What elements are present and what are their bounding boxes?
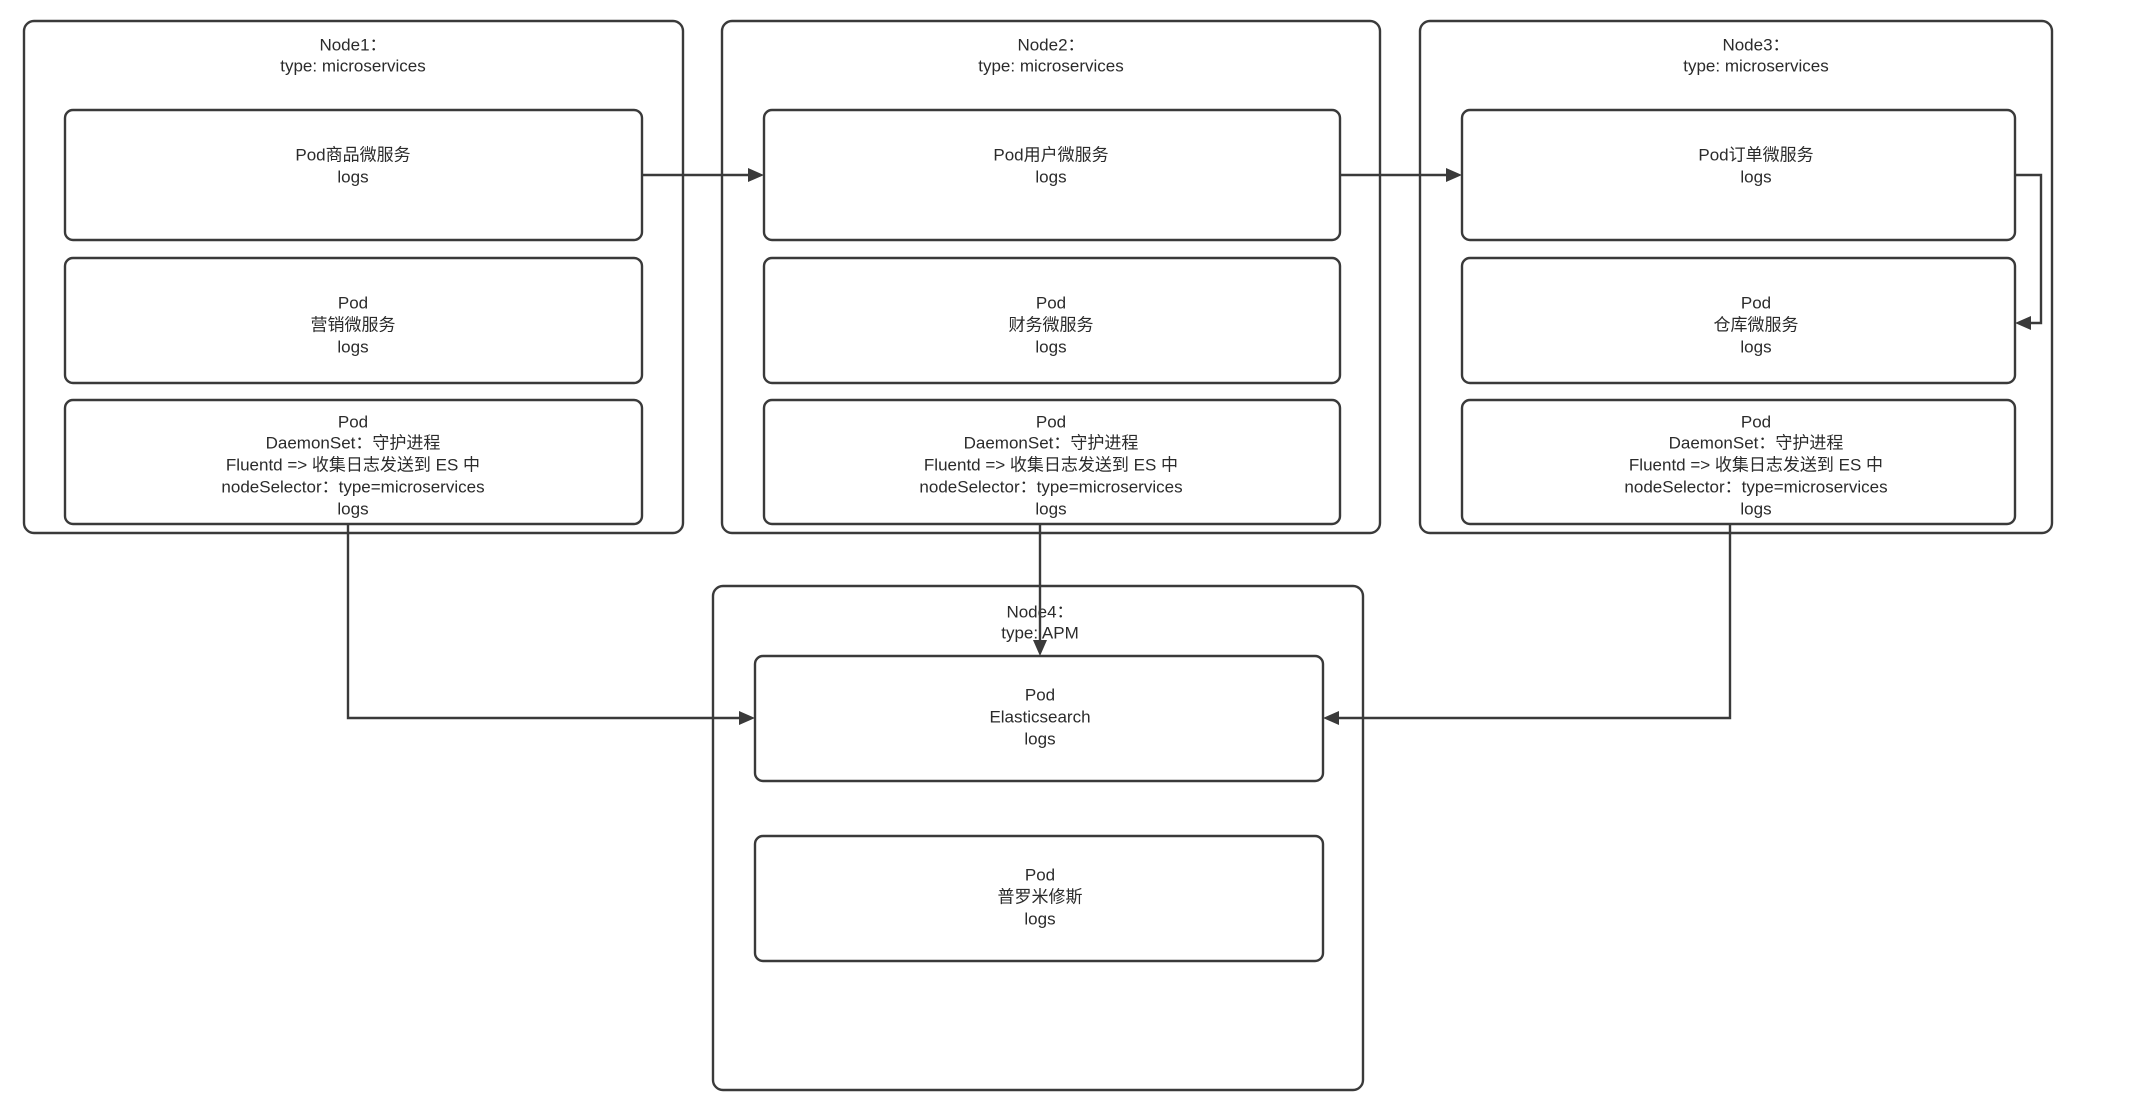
- connector-daemonset2-to-elasticsearch: [1033, 524, 1047, 656]
- arrowhead-daemonset2-to-elasticsearch: [1033, 640, 1047, 656]
- pod-daemonset-1-line-4: logs: [337, 499, 368, 518]
- pod-marketing-line-2: logs: [337, 337, 368, 356]
- pod-daemonset-3-line-0: Pod: [1741, 412, 1771, 431]
- pod-daemonset-1-line-1: DaemonSet：守护进程: [266, 433, 441, 452]
- arrowhead-order-to-warehouse: [2015, 316, 2031, 330]
- pod-goods-line-1: logs: [337, 167, 368, 186]
- pod-daemonset-3-line-2: Fluentd => 收集日志发送到 ES 中: [1629, 455, 1883, 474]
- node-node4[interactable]: Node4： type: APM Pod Elasticsearch logs …: [711, 584, 1365, 1092]
- pod-finance-line-1: 财务微服务: [1009, 315, 1094, 334]
- pod-daemonset-3-line-1: DaemonSet：守护进程: [1669, 433, 1844, 452]
- node-node2[interactable]: Node2： type: microservices Pod用户微服务 logs…: [720, 19, 1382, 535]
- pod-warehouse[interactable]: Pod 仓库微服务 logs: [1460, 256, 2017, 385]
- node3-title-line2: type: microservices: [1683, 56, 1828, 75]
- connector-order-to-warehouse: [2015, 173, 2043, 330]
- pod-finance-line-0: Pod: [1036, 293, 1066, 312]
- node-node1[interactable]: Node1： type: microservices Pod商品微服务 logs…: [22, 19, 685, 535]
- pod-warehouse-box[interactable]: [1460, 256, 2017, 385]
- pod-warehouse-line-2: logs: [1740, 337, 1771, 356]
- pod-prometheus[interactable]: Pod 普罗米修斯 logs: [753, 834, 1325, 963]
- pod-elasticsearch[interactable]: Pod Elasticsearch logs: [753, 654, 1325, 783]
- pod-prometheus-box[interactable]: [753, 834, 1325, 963]
- pod-daemonset-2-box[interactable]: [762, 398, 1342, 526]
- pod-warehouse-line-1: 仓库微服务: [1714, 315, 1799, 334]
- pod-daemonset-2-line-0: Pod: [1036, 412, 1066, 431]
- connector-daemonset3-to-elasticsearch: [1323, 524, 1732, 725]
- pod-order[interactable]: Pod订单微服务 logs: [1460, 108, 2017, 242]
- pod-daemonset-2[interactable]: Pod DaemonSet：守护进程 Fluentd => 收集日志发送到 ES…: [762, 398, 1342, 526]
- pod-user-line-1: logs: [1035, 167, 1066, 186]
- pod-user[interactable]: Pod用户微服务 logs: [762, 108, 1342, 242]
- pod-daemonset-2-line-3: nodeSelector：type=microservices: [919, 477, 1182, 496]
- pod-user-line-0: Pod用户微服务: [993, 145, 1108, 164]
- pod-daemonset-1-line-2: Fluentd => 收集日志发送到 ES 中: [226, 455, 480, 474]
- pod-finance[interactable]: Pod 财务微服务 logs: [762, 256, 1342, 385]
- pod-warehouse-line-0: Pod: [1741, 293, 1771, 312]
- pod-elasticsearch-line-1: Elasticsearch: [989, 707, 1090, 726]
- node2-title-line2: type: microservices: [978, 56, 1123, 75]
- pod-prometheus-line-2: logs: [1024, 909, 1055, 928]
- pod-goods-line-0: Pod商品微服务: [295, 145, 410, 164]
- pod-daemonset-1-line-0: Pod: [338, 412, 368, 431]
- pod-daemonset-3-box[interactable]: [1460, 398, 2017, 526]
- pod-daemonset-2-line-4: logs: [1035, 499, 1066, 518]
- pod-order-line-1: logs: [1740, 167, 1771, 186]
- arrowhead-daemonset1-to-elasticsearch: [739, 711, 755, 725]
- pod-marketing-line-0: Pod: [338, 293, 368, 312]
- arrowhead-daemonset3-to-elasticsearch: [1323, 711, 1339, 725]
- pod-elasticsearch-line-0: Pod: [1025, 685, 1055, 704]
- pod-elasticsearch-box[interactable]: [753, 654, 1325, 783]
- pod-daemonset-2-line-1: DaemonSet：守护进程: [964, 433, 1139, 452]
- pod-marketing[interactable]: Pod 营销微服务 logs: [63, 256, 644, 385]
- pod-daemonset-3-line-3: nodeSelector：type=microservices: [1624, 477, 1887, 496]
- pod-prometheus-line-1: 普罗米修斯: [998, 887, 1083, 906]
- pod-marketing-line-1: 营销微服务: [311, 315, 396, 334]
- pod-daemonset-1-line-3: nodeSelector：type=microservices: [221, 477, 484, 496]
- pod-daemonset-1[interactable]: Pod DaemonSet：守护进程 Fluentd => 收集日志发送到 ES…: [63, 398, 644, 526]
- connector-user-to-order: [1340, 168, 1462, 182]
- connector-goods-to-user: [642, 168, 764, 182]
- pod-daemonset-2-line-2: Fluentd => 收集日志发送到 ES 中: [924, 455, 1178, 474]
- pod-goods[interactable]: Pod商品微服务 logs: [63, 108, 644, 242]
- node-node3[interactable]: Node3： type: microservices Pod订单微服务 logs…: [1418, 19, 2054, 535]
- pod-elasticsearch-line-2: logs: [1024, 729, 1055, 748]
- arrowhead-user-to-order: [1446, 168, 1462, 182]
- pod-daemonset-1-box[interactable]: [63, 398, 644, 526]
- pod-prometheus-line-0: Pod: [1025, 865, 1055, 884]
- pod-finance-box[interactable]: [762, 256, 1342, 385]
- node2-title-line1: Node2：: [1017, 35, 1084, 54]
- node1-title-line1: Node1：: [319, 35, 386, 54]
- pod-order-line-0: Pod订单微服务: [1698, 145, 1813, 164]
- pod-finance-line-2: logs: [1035, 337, 1066, 356]
- pod-daemonset-3[interactable]: Pod DaemonSet：守护进程 Fluentd => 收集日志发送到 ES…: [1460, 398, 2017, 526]
- connector-daemonset1-to-elasticsearch: [346, 524, 755, 725]
- node1-title-line2: type: microservices: [280, 56, 425, 75]
- pod-order-box[interactable]: [1460, 108, 2017, 242]
- node3-title-line1: Node3：: [1722, 35, 1789, 54]
- pod-daemonset-3-line-4: logs: [1740, 499, 1771, 518]
- arrowhead-goods-to-user: [748, 168, 764, 182]
- pod-marketing-box[interactable]: [63, 256, 644, 385]
